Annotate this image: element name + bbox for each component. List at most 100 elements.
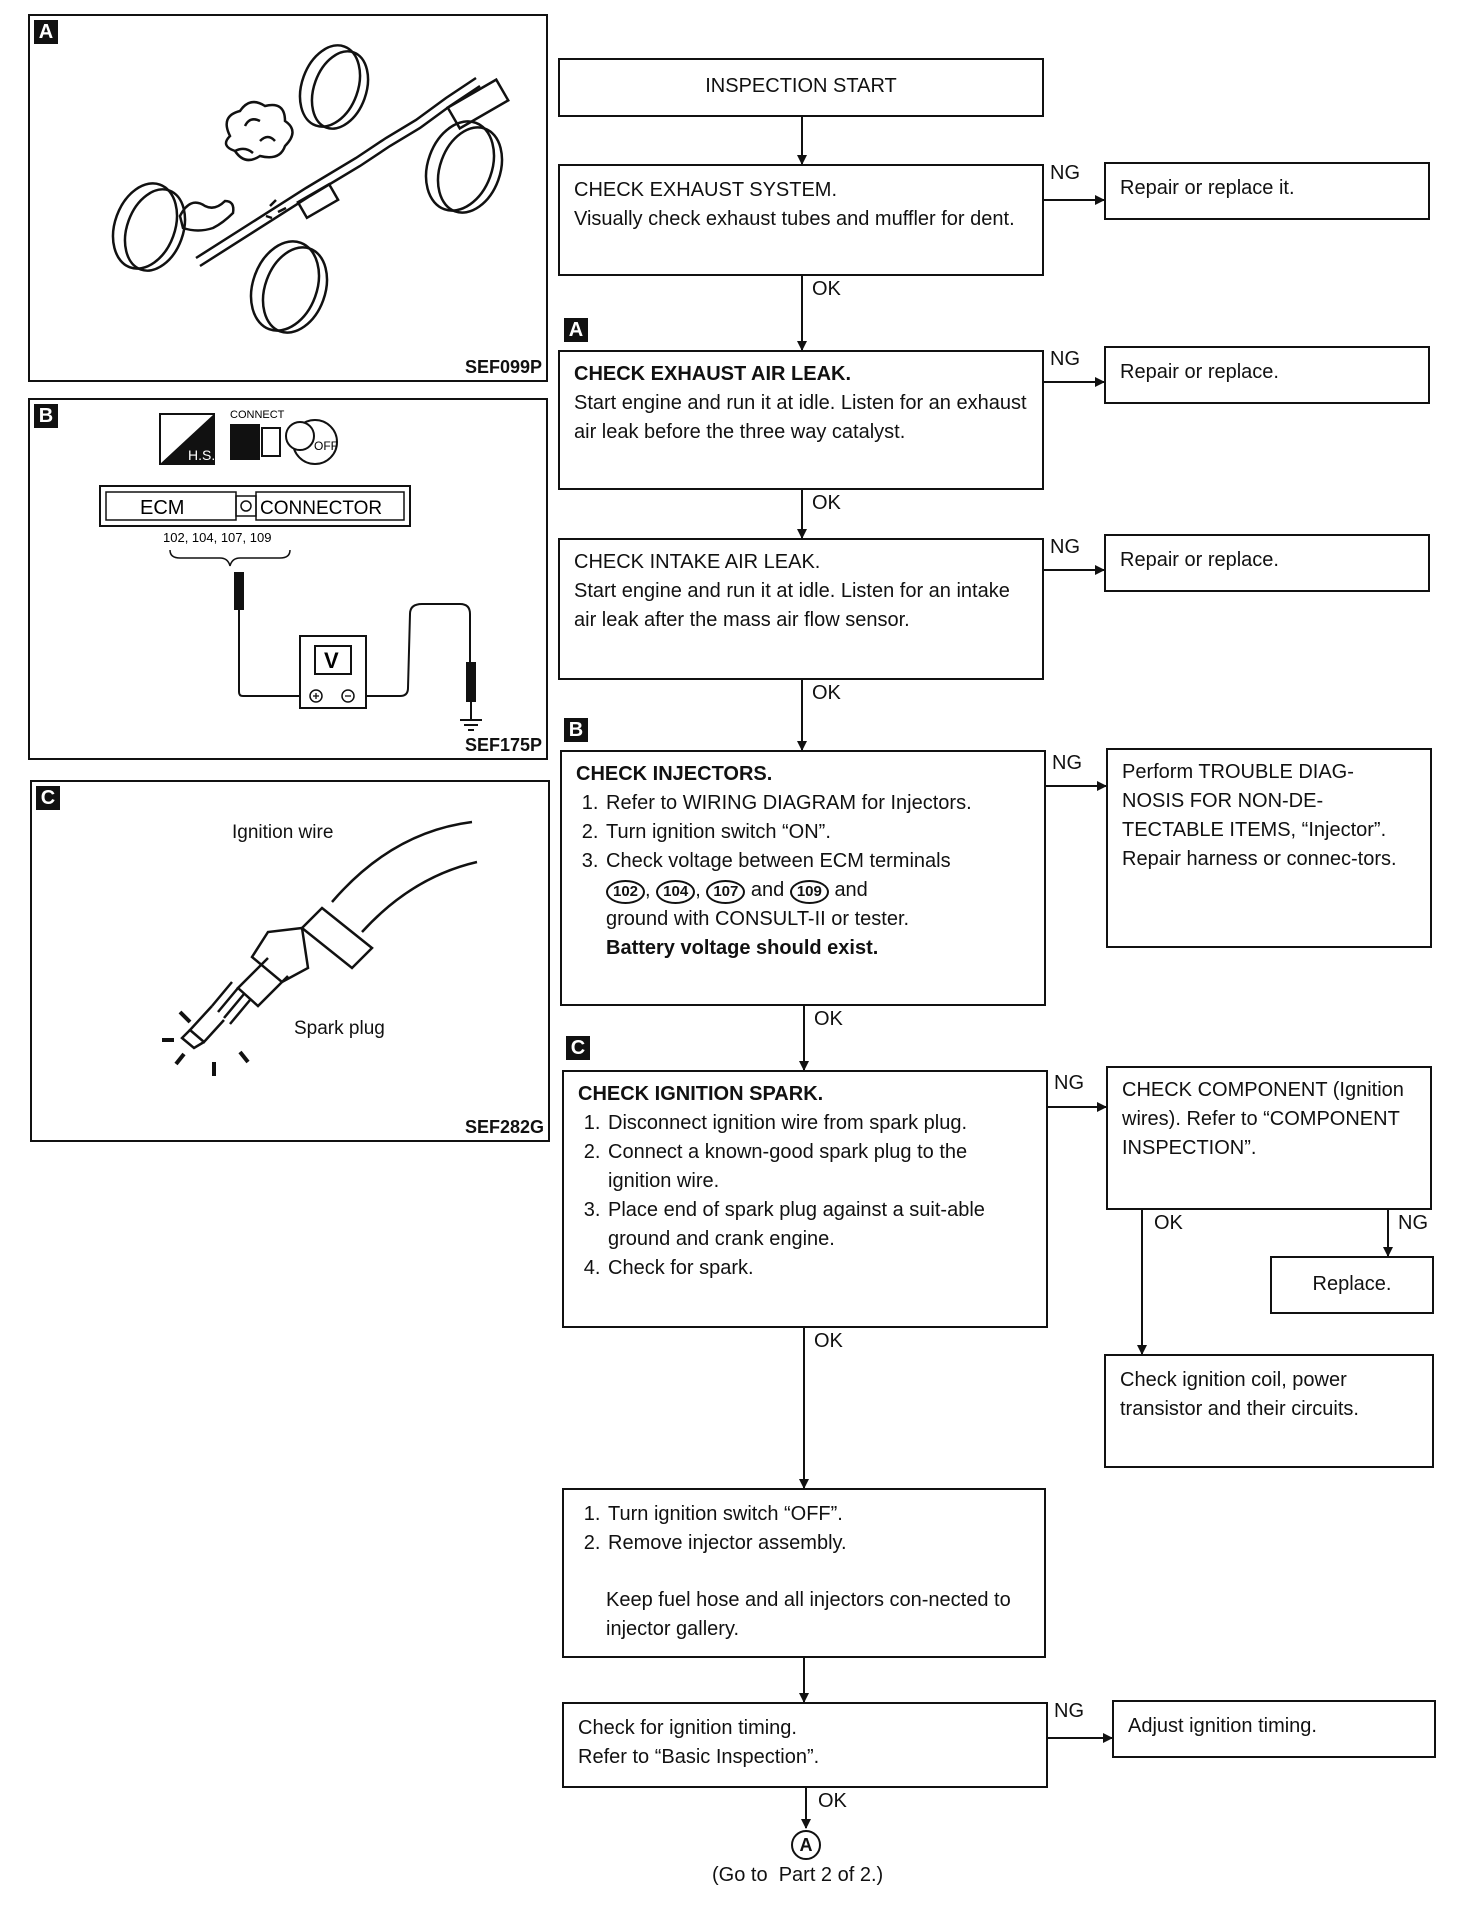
step2-ng-action: Repair or replace. [1120,361,1279,383]
step1-ng-label: NG [1050,162,1080,184]
step3-ng-label: NG [1050,536,1080,558]
step3-ng-action: Repair or replace. [1120,549,1279,571]
step1-ok-label: OK [812,278,841,300]
end-connector-letter: A [799,1835,813,1855]
muffler [446,77,510,131]
step3-ok-label: OK [812,682,841,704]
step4-ng-label: NG [1052,752,1082,774]
step1-ng-box: Repair or replace it. [1104,162,1430,220]
step5-box: CHECK IGNITION SPARK. Disconnect ignitio… [562,1070,1048,1328]
component-ng-label: NG [1398,1212,1428,1234]
step7-ng-action: Adjust ignition timing. [1128,1715,1317,1737]
ignition-off-icon: OFF [285,419,338,465]
step1-body: Visually check exhaust tubes and muffler… [574,208,1015,230]
step6-list: Turn ignition switch “OFF”. Remove injec… [578,1500,1030,1558]
step4-list: Refer to WIRING DIAGRAM for Injectors. T… [576,789,1030,963]
step4-title: CHECK INJECTORS. [576,763,773,785]
hs-label: H.S. [188,447,215,463]
ignition-wire-boot [300,906,374,970]
step7-line-2: Refer to “Basic Inspection”. [578,1746,820,1768]
end-text: (Go to Part 2 of 2.) [712,1864,884,1886]
end-connector-circle: A [791,1830,821,1860]
meter-label: V [324,648,339,673]
probe-negative [466,662,476,702]
panel-b-code: SEF175P [464,735,542,755]
step5-ng-label: NG [1054,1072,1084,1094]
step3-title: CHECK INTAKE AIR LEAK. [574,551,821,573]
probe-positive [234,572,244,610]
step6-item-2: Remove injector assembly. [606,1529,1030,1558]
step5-item-3: Place end of spark plug against a suit-a… [606,1196,1032,1254]
separator-2: , [695,879,701,901]
spark-plug-illustration [162,820,478,1076]
panel-c-tag: C [36,786,60,810]
terminal-numbers: 102, 104, 107, 109 [163,530,271,545]
step1-box: CHECK EXHAUST SYSTEM. Visually check exh… [558,164,1044,276]
terminal-109: 109 [789,880,829,904]
hs-icon: H.S. [159,413,215,465]
ground-symbol-icon [460,719,482,731]
step3-body: Start engine and run it at idle. Listen … [574,580,1010,631]
step4-ok-label: OK [814,1008,843,1030]
step4-item-1: Refer to WIRING DIAGRAM for Injectors. [604,789,1030,818]
step1-ng-action: Repair or replace it. [1120,177,1295,199]
wheel-rear-right [424,120,496,212]
ignition-coil-text: Check ignition coil, power transistor an… [1120,1369,1359,1420]
component-ok-label: OK [1154,1212,1183,1234]
step2-ng-label: NG [1050,348,1080,370]
spark-plug-label: Spark plug [294,1018,385,1039]
step7-line-1: Check for ignition timing. [578,1717,797,1739]
ecm-label: ECM [140,497,184,519]
and-word: and [750,879,785,901]
step7-ok-label: OK [818,1790,847,1812]
step7-ng-label: NG [1054,1700,1084,1722]
step2-tag: A [564,318,588,342]
step4-item-2: Turn ignition switch “ON”. [604,818,1030,847]
step7-ng-box: Adjust ignition timing. [1112,1700,1436,1758]
panel-a: A SEF099P [28,14,548,382]
step2-ng-box: Repair or replace. [1104,346,1430,404]
step5-ok-label: OK [814,1330,843,1352]
step4-tag: B [564,718,588,742]
exhaust-system-illustration [111,44,510,334]
component-check-box: CHECK COMPONENT (Ignition wires). Refer … [1106,1066,1432,1210]
step5-tag: C [566,1036,590,1060]
step5-title: CHECK IGNITION SPARK. [578,1083,824,1105]
step4-item-3: Check voltage between ECM terminals 102,… [604,847,1030,963]
spark-lines-icon [162,1010,250,1076]
component-check-text: CHECK COMPONENT (Ignition wires). Refer … [1122,1079,1404,1159]
connector-label: CONNECTOR [260,498,382,519]
step4-ng-action: Perform TROUBLE DIAG-NOSIS FOR NON-DE-TE… [1122,761,1397,870]
and-word-2: and [834,879,868,901]
panel-b: B H.S. CONNECT OFF ECM CONNECTOR 102, 10… [28,398,548,760]
inspection-start-box: INSPECTION START [558,58,1044,117]
wheel-front-right [249,240,321,332]
step5-item-1: Disconnect ignition wire from spark plug… [606,1109,1032,1138]
separator-1: , [645,879,651,901]
terminal-102: 102 [606,880,646,904]
step4-note: Battery voltage should exist. [606,937,879,959]
off-label: OFF [314,439,338,453]
panel-c-code: SEF282G [464,1117,544,1137]
step4-item-3-ground: ground with CONSULT-II or tester. [606,908,910,930]
terminal-104: 104 [656,880,696,904]
step5-item-2: Connect a known-good spark plug to the i… [606,1138,1032,1196]
step4-ng-box: Perform TROUBLE DIAG-NOSIS FOR NON-DE-TE… [1106,748,1432,948]
wheel-rear-left [298,44,362,128]
wheel-front-left [111,182,179,270]
step2-title: CHECK EXHAUST AIR LEAK. [574,363,852,385]
step6-box: Turn ignition switch “OFF”. Remove injec… [562,1488,1046,1658]
step5-item-4: Check for spark. [606,1254,1032,1283]
step5-list: Disconnect ignition wire from spark plug… [578,1109,1032,1283]
voltage-check-illustration: H.S. CONNECT OFF ECM CONNECTOR 102, 104,… [99,409,482,731]
step2-box: CHECK EXHAUST AIR LEAK. Start engine and… [558,350,1044,490]
panel-c: C Ignition wire Spark plug SEF282G [30,780,550,1142]
connect-label: CONNECT [230,409,285,421]
terminal-107: 107 [706,880,746,904]
panel-a-tag: A [34,20,58,44]
step4-box: CHECK INJECTORS. Refer to WIRING DIAGRAM… [560,750,1046,1006]
connector-icon: CONNECT [230,409,285,460]
step6-note: Keep fuel hose and all injectors con-nec… [606,1589,1011,1640]
ignition-wire-label: Ignition wire [232,822,334,843]
